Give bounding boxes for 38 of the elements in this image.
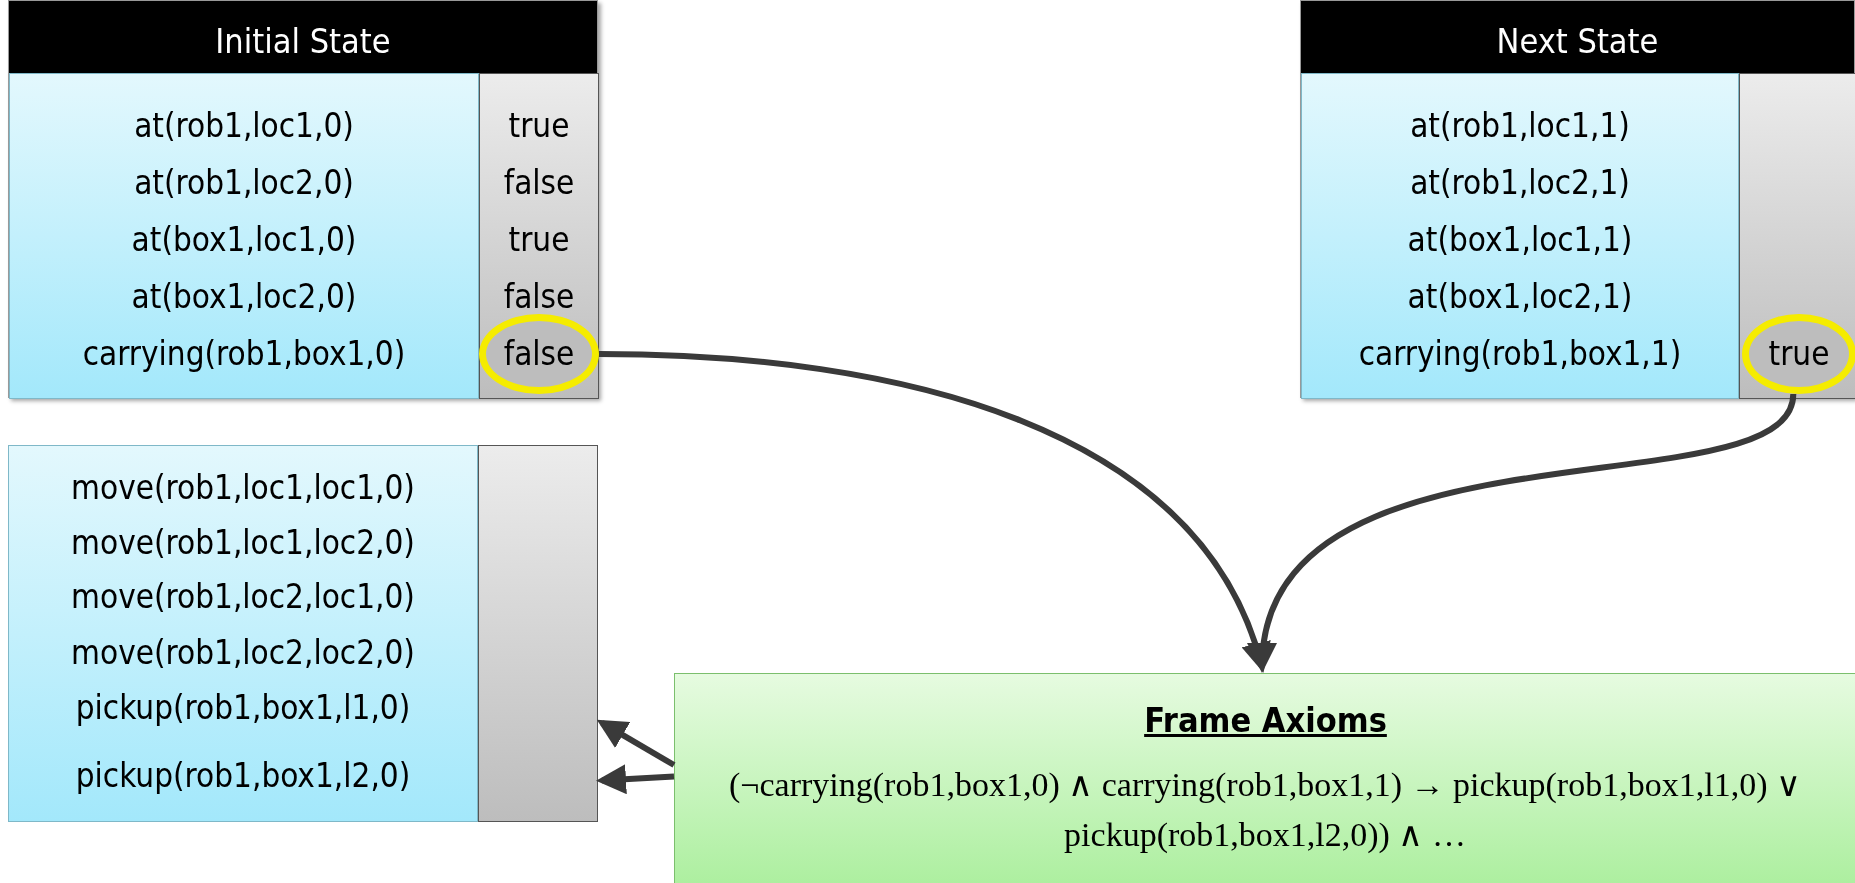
fluent-text: pickup(rob1,box1,l2,0) xyxy=(74,756,412,796)
fluent-column xyxy=(9,73,479,399)
fluent-text: move(rob1,loc1,loc1,0) xyxy=(70,468,416,508)
fluent-column xyxy=(1301,73,1739,399)
state-table xyxy=(8,0,598,398)
fluent-text: move(rob1,loc2,loc2,0) xyxy=(70,633,416,673)
state-table xyxy=(1300,0,1855,398)
fluent-text: at(rob1,loc1,1) xyxy=(1409,106,1631,146)
fluent-text: pickup(rob1,box1,l1,0) xyxy=(74,688,412,728)
fluent-text: carrying(rob1,box1,1) xyxy=(1357,334,1683,374)
value-text: true xyxy=(507,220,571,260)
fluent-text: at(rob1,loc1,0) xyxy=(133,106,355,146)
table-heading: Initial State xyxy=(9,1,597,73)
value-text: true xyxy=(1767,334,1831,374)
value-column xyxy=(479,73,599,399)
value-text: false xyxy=(502,334,576,374)
table-heading: Next State xyxy=(1301,1,1854,73)
arrow xyxy=(598,351,1269,673)
fluent-text: carrying(rob1,box1,0) xyxy=(81,334,407,374)
fluent-text: at(box1,loc2,0) xyxy=(130,277,358,317)
axiom-heading: Frame Axioms xyxy=(1143,700,1388,740)
fluent-text: move(rob1,loc2,loc1,0) xyxy=(70,577,416,617)
value-column xyxy=(1739,73,1855,399)
value-text: false xyxy=(502,277,576,317)
value-text: true xyxy=(507,106,571,146)
fluent-text: at(box1,loc2,1) xyxy=(1406,277,1634,317)
fluent-column xyxy=(8,445,478,822)
fluent-text: move(rob1,loc1,loc2,0) xyxy=(70,523,416,563)
value-column xyxy=(478,445,598,822)
fluent-text: at(box1,loc1,0) xyxy=(130,220,358,260)
arrow xyxy=(596,764,675,795)
fluent-text: at(rob1,loc2,1) xyxy=(1409,163,1631,203)
arrow xyxy=(596,719,676,768)
value-text: false xyxy=(502,163,576,203)
fluent-text: at(box1,loc1,1) xyxy=(1406,220,1634,260)
axiom-box xyxy=(674,673,1855,883)
fluent-text: at(rob1,loc2,0) xyxy=(133,163,355,203)
axiom-formula: (¬carrying(rob1,box1,0) ∧ carrying(rob1,box1,1) → pickup(rob1,box1,l1,0) ∨ pickup(rob1,box1,l2,0)) ∧ … xyxy=(728,765,1802,855)
